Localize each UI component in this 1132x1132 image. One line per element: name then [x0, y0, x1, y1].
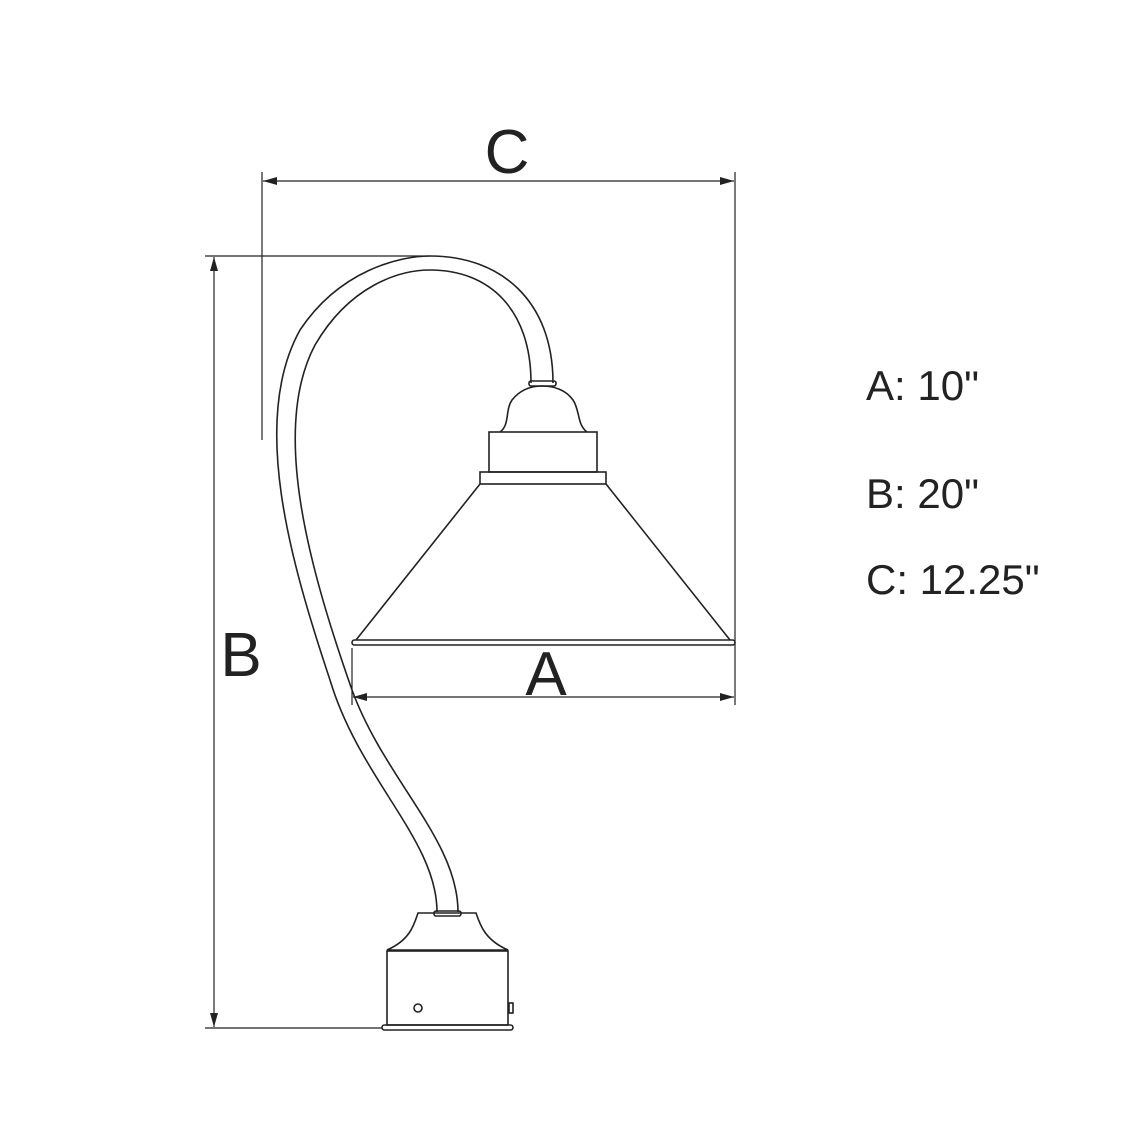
dimension-b-label: B [220, 621, 261, 690]
lamp-head [351, 380, 736, 646]
lamp-base [381, 910, 514, 1031]
spec-c: C: 12.25" [866, 556, 1040, 603]
dimension-a-label: A [525, 640, 567, 709]
dimension-c-label: C [485, 118, 530, 187]
dimension-b: B [205, 255, 430, 1029]
dimension-a: A [351, 640, 734, 709]
set-screw-icon [413, 1003, 423, 1013]
spec-b: B: 20" [866, 470, 979, 517]
gooseneck-arm [275, 255, 554, 913]
dimension-c: C [261, 118, 736, 705]
spec-a: A: 10" [866, 362, 979, 409]
